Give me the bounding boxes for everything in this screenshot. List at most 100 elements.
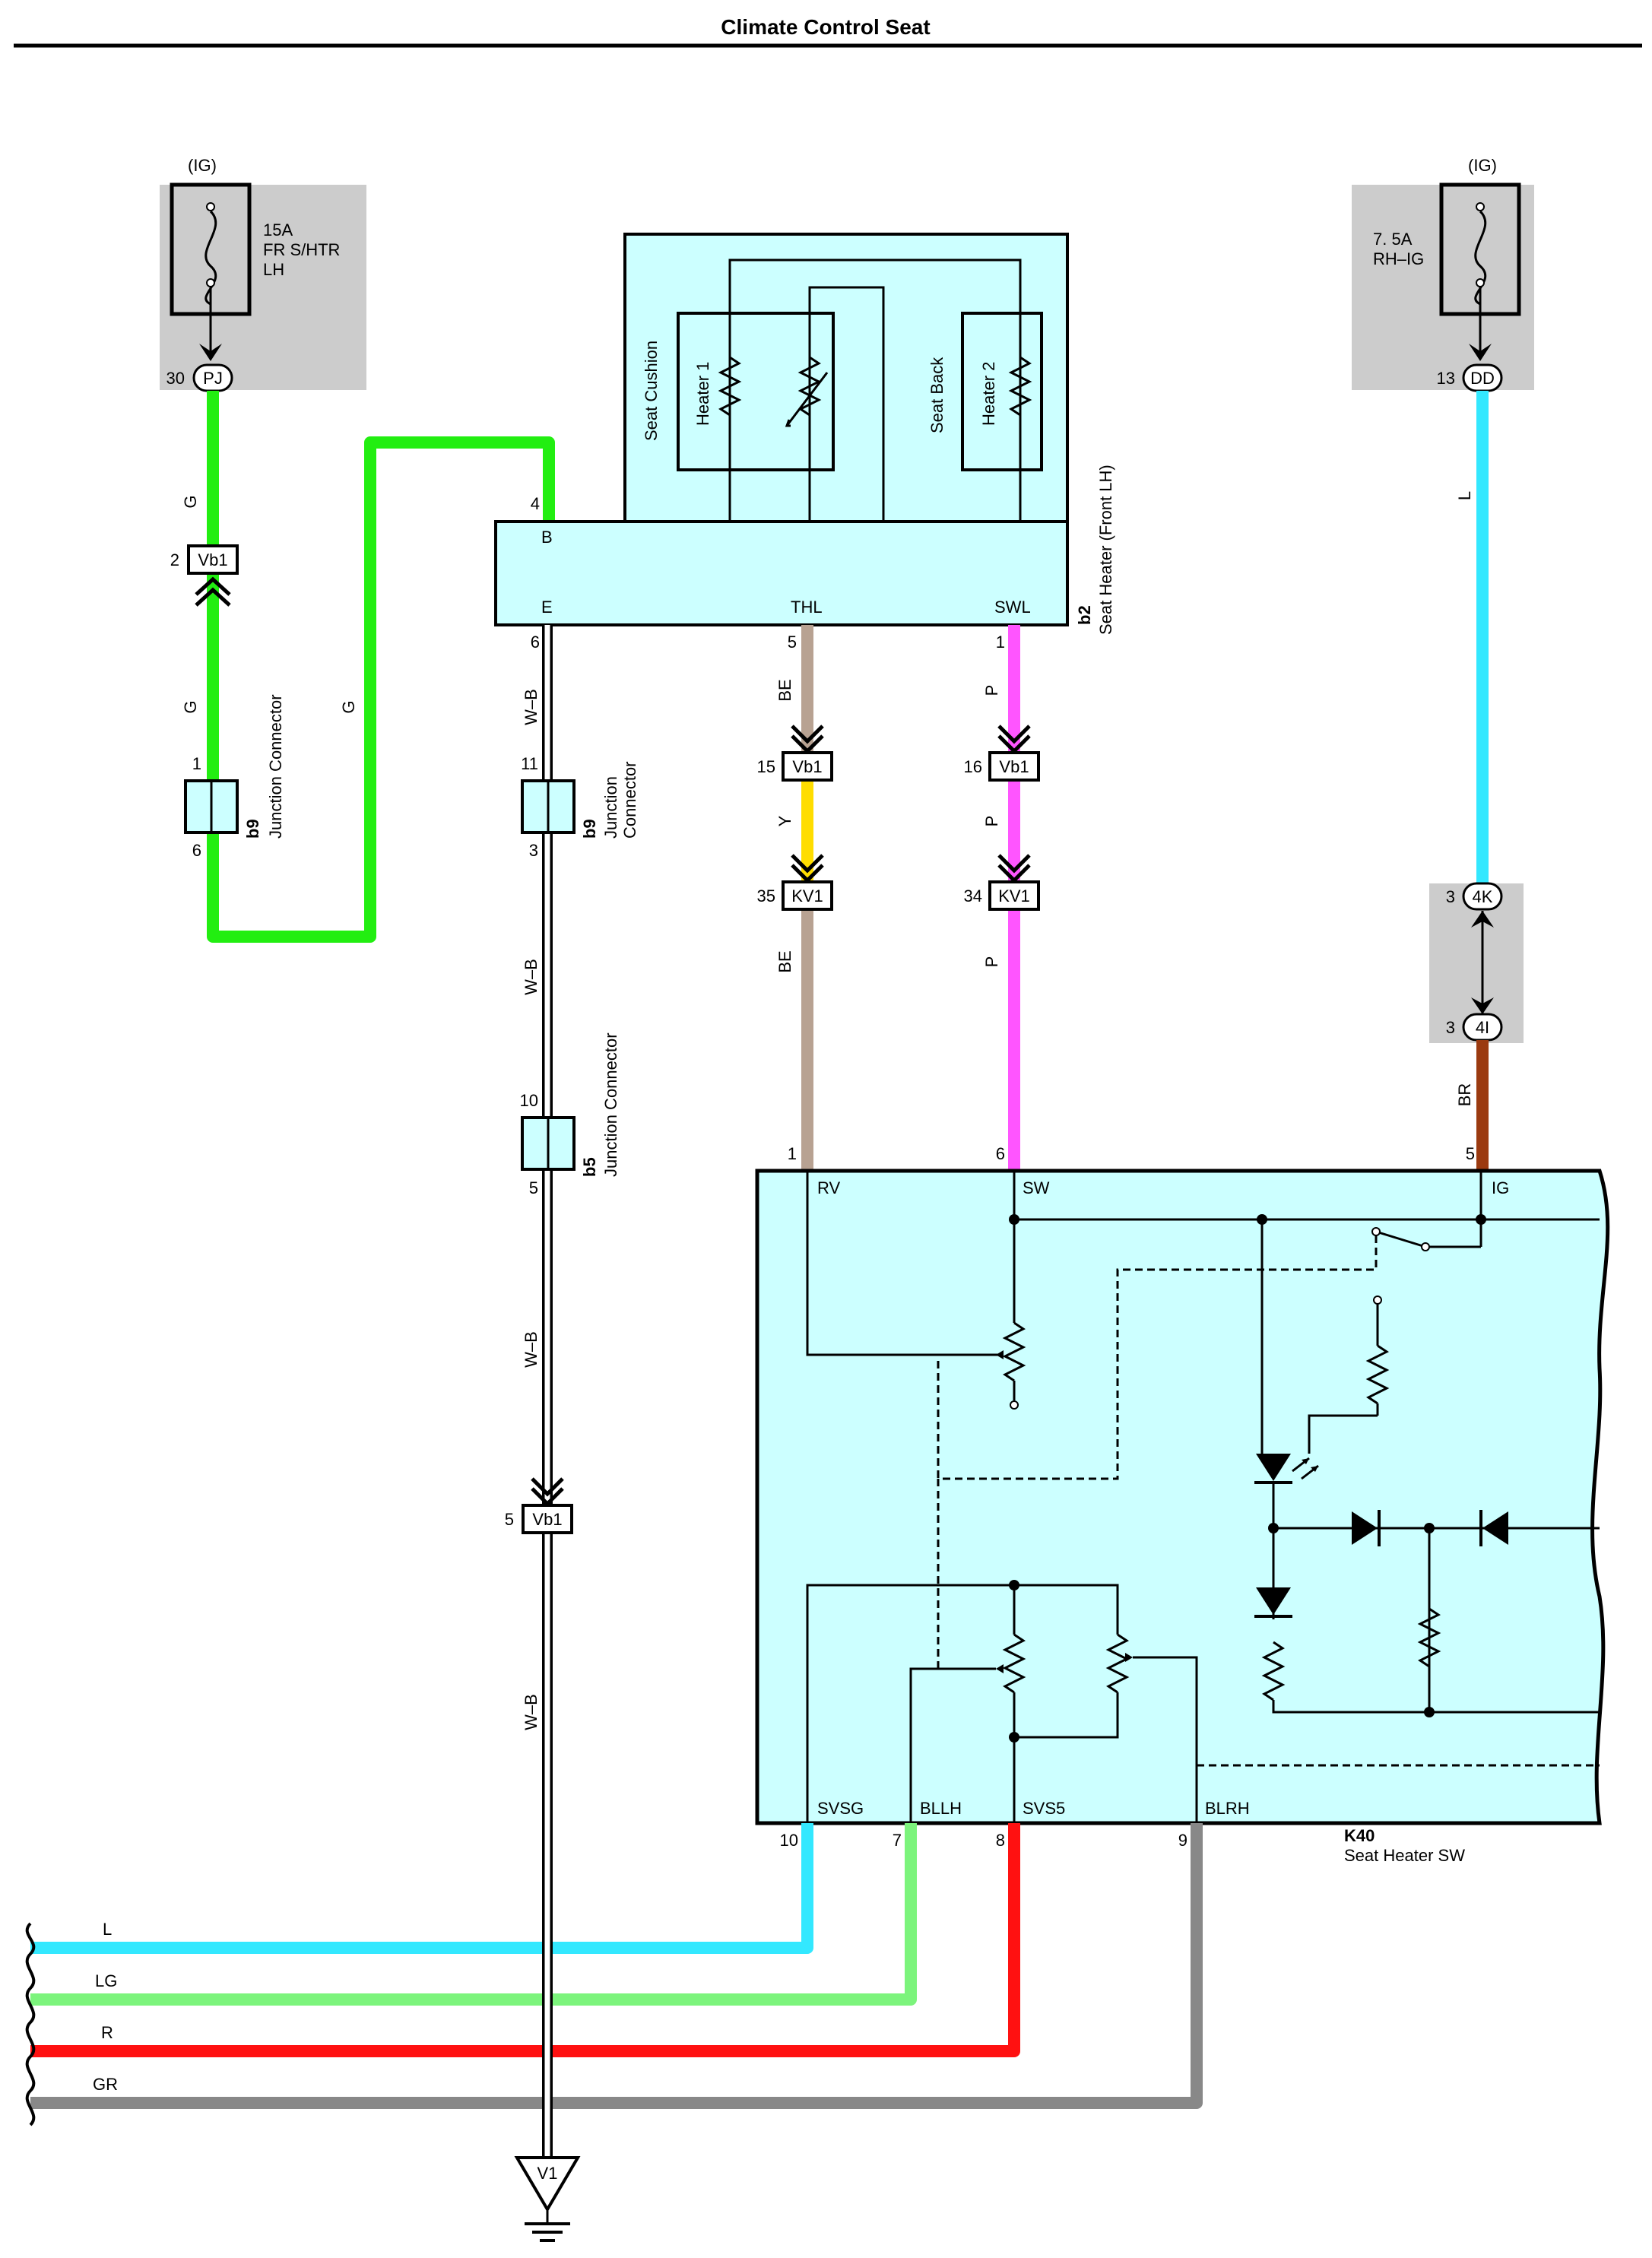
svg-text:W–B: W–B [522, 689, 541, 725]
svg-text:BLRH: BLRH [1205, 1799, 1250, 1818]
thermistor-icon [797, 356, 822, 417]
fuse-right-element-icon [1474, 210, 1487, 306]
svg-text:Heater 2: Heater 2 [979, 362, 998, 426]
svg-text:Vb1: Vb1 [999, 757, 1029, 776]
svg-text:7: 7 [893, 1831, 902, 1850]
svg-text:Vb1: Vb1 [792, 757, 822, 776]
svg-text:b2: b2 [1075, 605, 1094, 625]
svg-text:7. 5A: 7. 5A [1373, 230, 1413, 249]
bllh-potentiometer-icon [1002, 1633, 1026, 1694]
svg-text:THL: THL [791, 598, 823, 617]
fuse-left-supply: (IG) [188, 156, 217, 175]
svg-text:10: 10 [520, 1091, 538, 1110]
ground-v1: V1 [514, 2156, 581, 2242]
svg-text:GR: GR [93, 2075, 118, 2094]
svg-text:(IG): (IG) [1468, 156, 1497, 175]
svg-text:4K: 4K [1473, 887, 1493, 906]
svg-text:4: 4 [531, 494, 540, 513]
svg-text:10: 10 [780, 1831, 798, 1850]
heater1-frame [677, 312, 835, 471]
svg-text:P: P [982, 685, 1001, 696]
fuse-left-arrow-icon [199, 344, 222, 361]
svg-text:BE: BE [775, 950, 794, 972]
svg-text:SVSG: SVSG [817, 1799, 864, 1818]
svg-text:Y: Y [775, 815, 794, 826]
svg-text:6: 6 [531, 633, 540, 652]
fuse-left-name-1: FR S/HTR [263, 240, 340, 259]
svg-text:BE: BE [775, 679, 794, 701]
svg-text:V1: V1 [537, 2164, 558, 2183]
fuse-left-background [160, 185, 366, 390]
wire-wb: W–B W–B W–B W–B [522, 625, 553, 2159]
connector-pj-pin: 30 [166, 369, 185, 388]
diode-icon [1482, 1511, 1508, 1545]
fuse-left-name-2: LH [263, 260, 284, 279]
heater1-resistor-icon [718, 356, 742, 417]
svg-text:SWL: SWL [994, 598, 1031, 617]
svg-text:9: 9 [1178, 1831, 1187, 1850]
resistor-2-icon [1417, 1607, 1441, 1668]
ground-triangle-icon [514, 2156, 581, 2212]
svg-text:1: 1 [788, 1144, 797, 1163]
svg-text:Connector: Connector [620, 761, 639, 839]
svg-text:LG: LG [95, 1971, 117, 1990]
svg-text:35: 35 [757, 886, 775, 905]
wire-thl: BE Y BE Vb1 15 KV1 35 [757, 625, 833, 1171]
svg-text:3: 3 [1446, 1018, 1455, 1037]
svg-text:BLLH: BLLH [920, 1799, 962, 1818]
svg-text:W–B: W–B [522, 959, 541, 995]
svg-text:SVS5: SVS5 [1023, 1799, 1065, 1818]
svg-text:K40: K40 [1344, 1826, 1375, 1845]
heater-upper-box [623, 233, 1069, 523]
svg-text:b9: b9 [243, 819, 262, 839]
svg-text:P: P [982, 816, 1001, 827]
svg-text:2: 2 [170, 550, 179, 569]
svg-text:L: L [1455, 491, 1474, 500]
svg-text:Seat Back: Seat Back [927, 357, 946, 433]
svg-text:P: P [982, 956, 1001, 968]
svg-text:Junction Connector: Junction Connector [601, 1032, 620, 1177]
svg-text:W–B: W–B [522, 1694, 541, 1730]
svg-text:b9: b9 [580, 819, 599, 839]
svg-text:6: 6 [996, 1144, 1005, 1163]
svg-text:3: 3 [529, 841, 538, 860]
output-wires: L LG R GR [25, 1823, 1203, 2126]
svg-text:16: 16 [964, 757, 982, 776]
switch-body [755, 1169, 1610, 1825]
svg-text:BR: BR [1455, 1083, 1474, 1107]
diode-icon [1352, 1511, 1378, 1545]
svg-text:34: 34 [964, 886, 982, 905]
led-resistor-icon [1365, 1344, 1390, 1405]
wire-break-icon [25, 1922, 36, 2126]
fuse-right-arrow-icon [1469, 344, 1492, 361]
wire-swl: P P P Vb1 16 KV1 34 [964, 625, 1040, 1171]
svg-text:R: R [101, 2023, 113, 2042]
svg-text:11: 11 [521, 754, 538, 773]
svg-text:13: 13 [1437, 369, 1455, 388]
rv-potentiometer-icon [1002, 1321, 1026, 1382]
heater2-frame [961, 312, 1043, 471]
svg-text:5: 5 [788, 633, 797, 652]
svg-text:Vb1: Vb1 [532, 1510, 562, 1529]
resistor-3-icon [1261, 1641, 1286, 1701]
seat-heater-b2: Seat Cushion Heater 1 Seat Back Heater 2… [494, 233, 1115, 652]
svg-text:6: 6 [192, 841, 201, 860]
junction-b5: 10 5 b5 Junction Connector [520, 1032, 620, 1197]
svg-text:15: 15 [757, 757, 775, 776]
svg-text:SW: SW [1023, 1178, 1050, 1197]
connector-chevron-icon [195, 576, 231, 607]
fuse-right: (IG) 7. 5A RH–IG DD 13 [1352, 156, 1534, 392]
blrh-potentiometer-icon [1105, 1633, 1130, 1694]
svg-text:b5: b5 [580, 1157, 599, 1177]
svg-text:5: 5 [1466, 1144, 1475, 1163]
svg-text:3: 3 [1446, 887, 1455, 906]
svg-text:Heater 1: Heater 1 [693, 362, 712, 426]
page-title: Climate Control Seat [721, 15, 930, 39]
junction-b9-mid: 11 3 b9 Junction Connector [521, 754, 639, 860]
svg-text:DD: DD [1470, 369, 1495, 388]
wire-label-g2: G [181, 700, 200, 713]
svg-text:RV: RV [817, 1178, 840, 1197]
junction-b9-left: 1 6 b9 Junction Connector [184, 694, 285, 860]
svg-text:L: L [103, 1920, 112, 1939]
svg-text:1: 1 [996, 633, 1005, 652]
